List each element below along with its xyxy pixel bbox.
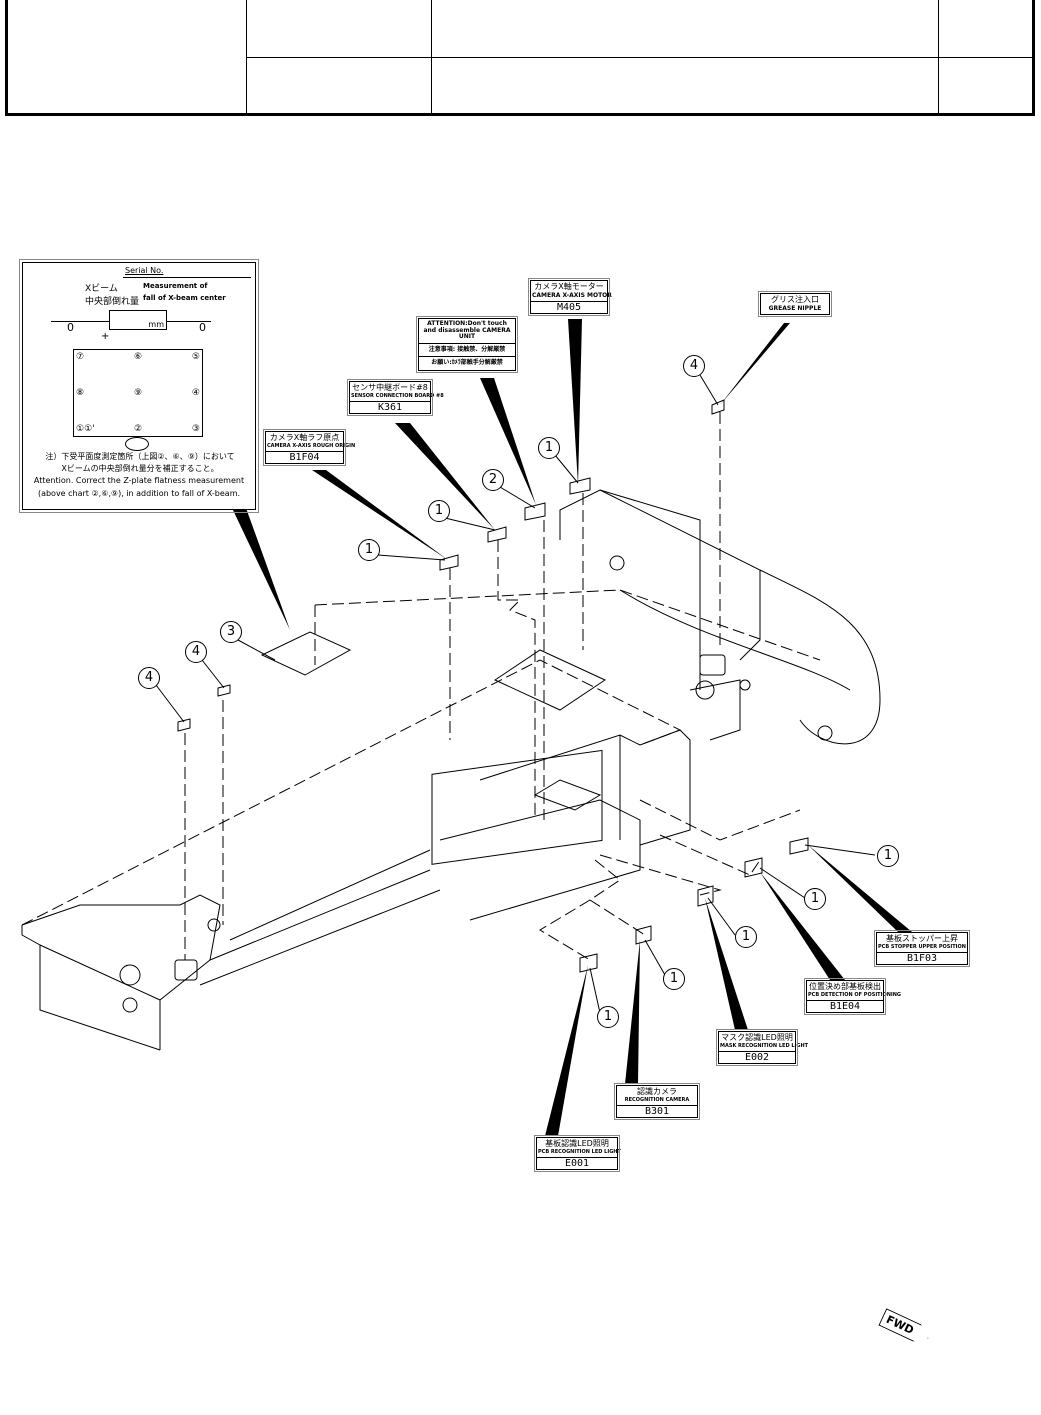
- callout: 4: [185, 641, 207, 663]
- x-beam-measurement-panel: Serial No. Xビーム 中央部倒れ量 Measurement of fa…: [19, 259, 259, 513]
- callout: 2: [482, 469, 504, 491]
- plate-grid: ⑦ ⑥ ⑤ ⑧ ⑨ ④ ①①' ② ③: [73, 349, 203, 437]
- base-frame: [21, 489, 881, 1051]
- point: ⑥: [133, 352, 143, 362]
- label-code: E002: [719, 1051, 795, 1063]
- label-jp: 基板ストッパー上昇: [886, 934, 958, 943]
- label-attention-jp-2: お願い:ｶﾒﾗ部触手分解厳禁: [419, 356, 515, 370]
- dashed-outlines: [21, 412, 821, 961]
- measurement-value-box[interactable]: mm: [109, 310, 167, 330]
- plus-sign: +: [101, 331, 110, 342]
- label-camera-x-axis-rough-origin: カメラX軸ラフ原点 CAMERA X-AXIS ROUGH ORIGIN B1F…: [263, 428, 356, 467]
- note-jp-1: 注）下受平面度測定箇所（上図②、⑥、⑨）において: [45, 452, 235, 461]
- callout: 1: [663, 968, 685, 990]
- note-en-2: (above chart ②,⑥,⑨), in addition to fall…: [37, 489, 241, 498]
- callout: 1: [877, 845, 899, 867]
- label-en: PCB STOPPER UPPER POSITION: [878, 943, 966, 950]
- callout: 1: [735, 926, 757, 948]
- zero-left: 0: [67, 321, 74, 334]
- label-pcb-recognition-led-light: 基板認識LED照明 PCB RECOGNITION LED LIGHT E001: [534, 1134, 621, 1173]
- unit-label: mm: [148, 320, 164, 329]
- label-en: RECOGNITION CAMERA: [624, 1096, 690, 1103]
- callout: 1: [804, 888, 826, 910]
- label-en: SENSOR CONNECTION BOARD #8: [351, 392, 444, 399]
- label-attention-camera-unit: ATTENTION:Don't touch and disassemble CA…: [416, 316, 518, 373]
- label-code: B1E04: [807, 1000, 883, 1012]
- point: ⑦: [76, 352, 85, 362]
- label-sheets: [177, 399, 809, 973]
- point: ⑧: [76, 387, 85, 398]
- callout: 4: [683, 355, 705, 377]
- jp-title-1: Xビーム: [85, 284, 118, 294]
- note-en-1: Attention. Correct the Z-plate flatness …: [33, 476, 245, 485]
- label-jp: グリス注入口: [771, 295, 819, 304]
- title-block: [5, 0, 1035, 116]
- label-mask-recognition-led-light: マスク認識LED照明 MASK RECOGNITION LED LIGHT E0…: [716, 1028, 809, 1067]
- en-title-1: Measurement of: [143, 282, 208, 290]
- label-en: CAMERA X-AXIS ROUGH ORIGIN: [267, 442, 356, 449]
- label-en: GREASE NIPPLE: [768, 304, 822, 312]
- label-code: B1F03: [877, 952, 967, 964]
- label-sensor-connection-board: センサ中継ボード#8 SENSOR CONNECTION BOARD #8 K3…: [347, 378, 444, 417]
- callout: 3: [220, 621, 242, 643]
- label-jp: 認識カメラ: [637, 1087, 677, 1096]
- label-recognition-camera: 認識カメラ RECOGNITION CAMERA B301: [614, 1082, 700, 1121]
- point: ③: [191, 423, 200, 434]
- point: ④: [191, 387, 200, 398]
- callout: 1: [428, 500, 450, 522]
- label-en: CAMERA X-AXIS MOTOR: [532, 291, 612, 299]
- label-jp: マスク認識LED照明: [721, 1033, 793, 1042]
- point: ⑨: [133, 387, 143, 398]
- zero-right: 0: [199, 321, 206, 334]
- label-jp: 位置決め部基板検出: [809, 982, 881, 991]
- note-jp-2: Xビームの中央部倒れ量分を補正すること。: [61, 464, 219, 473]
- callout-leaders: [155, 374, 876, 1014]
- view-symbol-icon: [125, 437, 149, 451]
- callout: 1: [358, 539, 380, 561]
- label-code: M405: [531, 301, 607, 313]
- label-jp: センサ中継ボード#8: [352, 383, 428, 392]
- jp-title-2: 中央部倒れ量: [85, 297, 140, 307]
- callout: 1: [538, 437, 560, 459]
- label-en: PCB RECOGNITION LED LIGHT: [538, 1148, 621, 1155]
- point: ⑤: [191, 352, 200, 362]
- en-title-2: fall of X-beam center: [143, 294, 226, 302]
- label-grease-nipple: グリス注入口 GREASE NIPPLE: [758, 290, 832, 318]
- label-pcb-detection-of-positioning: 位置決め部基板検出 PCB DETECTION OF POSITIONING B…: [804, 977, 902, 1016]
- label-code: B1F04: [266, 451, 343, 463]
- label-code: K361: [350, 401, 430, 413]
- label-en: MASK RECOGNITION LED LIGHT: [720, 1042, 809, 1049]
- label-attention-en: ATTENTION:Don't touch and disassemble CA…: [423, 320, 511, 341]
- label-jp: カメラX軸モーター: [534, 282, 604, 291]
- point: ①①': [76, 423, 95, 434]
- serial-label: Serial No.: [125, 266, 164, 275]
- label-code: E001: [537, 1157, 617, 1169]
- callout: 4: [138, 667, 160, 689]
- label-camera-x-axis-motor: カメラX軸モーター CAMERA X-AXIS MOTOR M405: [528, 277, 612, 317]
- label-pcb-stopper-upper-position: 基板ストッパー上昇 PCB STOPPER UPPER POSITION B1F…: [874, 929, 970, 968]
- callout: 1: [597, 1006, 619, 1028]
- label-jp: 基板認識LED照明: [545, 1139, 609, 1148]
- label-jp: カメラX軸ラフ原点: [269, 433, 340, 442]
- leader-wedges: [232, 319, 912, 1136]
- point: ②: [133, 423, 143, 434]
- label-attention-jp: 注意事項: 接触禁、分解厳禁: [419, 342, 515, 357]
- label-code: B301: [617, 1105, 697, 1117]
- label-en: PCB DETECTION OF POSITIONING: [808, 991, 902, 998]
